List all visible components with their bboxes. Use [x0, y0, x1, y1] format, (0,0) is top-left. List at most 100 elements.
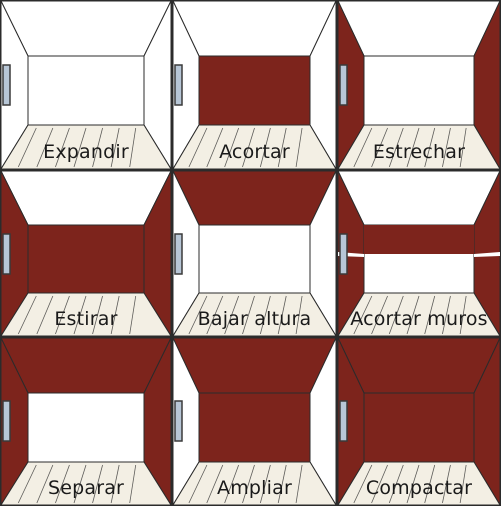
- room-illustration: [338, 1, 500, 169]
- room-cell-estirar: Estirar: [0, 170, 172, 337]
- room-illustration: [173, 171, 336, 336]
- floor-hatch: [242, 464, 255, 504]
- floor-hatch: [442, 464, 451, 504]
- floor-hatch: [388, 464, 404, 504]
- window: [339, 64, 348, 106]
- ceiling: [173, 171, 336, 226]
- floor-hatch: [259, 295, 271, 335]
- room-cell-separar: Separar: [0, 337, 172, 506]
- floor-hatch: [188, 127, 208, 168]
- floor-hatch: [295, 464, 303, 504]
- back-wall: [198, 392, 311, 463]
- floor-hatch: [36, 464, 54, 504]
- floor-hatch: [55, 127, 70, 168]
- back-wall: [363, 55, 475, 126]
- painted-band: [364, 225, 474, 254]
- floor-hatch: [188, 295, 208, 335]
- back-wall: [27, 55, 145, 126]
- floor: [338, 292, 500, 336]
- floor-hatch: [206, 295, 224, 335]
- floor: [338, 124, 500, 169]
- floor-hatch: [371, 127, 388, 168]
- window: [174, 400, 183, 442]
- ceiling: [1, 1, 171, 57]
- floor-hatch: [388, 295, 404, 335]
- ceiling: [1, 338, 171, 394]
- back-wall: [198, 55, 311, 126]
- floor: [1, 292, 171, 336]
- ceiling: [338, 338, 500, 394]
- room-illustration: [173, 338, 336, 505]
- floor-hatch: [110, 127, 120, 168]
- window: [2, 400, 11, 442]
- floor-hatch: [110, 464, 120, 504]
- room-cell-compactar: Compactar: [337, 337, 501, 506]
- band-edge-right: [474, 252, 500, 257]
- floor-hatch: [295, 127, 303, 168]
- room-cell-estrechar: Estrechar: [337, 0, 501, 170]
- floor-hatch: [353, 464, 373, 504]
- floor-hatch: [17, 127, 37, 168]
- floor-hatch: [92, 464, 103, 504]
- floor-hatch: [277, 127, 287, 168]
- floor: [173, 124, 336, 169]
- room-cell-acortar-muros: Acortar muros: [337, 170, 501, 337]
- ceiling: [1, 171, 171, 226]
- floor: [338, 461, 500, 505]
- window: [339, 400, 348, 442]
- floor-hatch: [55, 464, 70, 504]
- floor-hatch: [73, 127, 87, 168]
- back-wall: [363, 392, 475, 463]
- floor-hatch: [277, 464, 287, 504]
- floor-hatch: [406, 295, 420, 335]
- floor-hatch: [295, 295, 303, 335]
- floor: [1, 461, 171, 505]
- floor-hatch: [73, 464, 87, 504]
- floor-hatch: [242, 127, 255, 168]
- floor-hatch: [36, 127, 54, 168]
- back-wall: [27, 392, 145, 463]
- floor-hatch: [110, 295, 120, 335]
- floor-hatch: [92, 127, 103, 168]
- room-illustration: [338, 171, 500, 336]
- back-wall: [198, 224, 311, 294]
- floor-hatch: [206, 127, 224, 168]
- floor-hatch: [224, 295, 240, 335]
- floor-hatch: [206, 464, 224, 504]
- floor-hatch: [442, 127, 451, 168]
- window: [339, 233, 348, 275]
- back-wall: [27, 224, 145, 294]
- floor-hatch: [224, 464, 240, 504]
- ceiling: [338, 1, 500, 57]
- floor-hatch: [406, 464, 420, 504]
- ceiling: [338, 171, 500, 226]
- ceiling: [173, 338, 336, 394]
- room-illustration: [1, 338, 171, 505]
- window: [174, 64, 183, 106]
- room-cell-acortar: Acortar: [172, 0, 337, 170]
- floor: [1, 124, 171, 169]
- floor-hatch: [17, 464, 37, 504]
- floor-hatch: [224, 127, 240, 168]
- floor-hatch: [36, 295, 54, 335]
- floor-hatch: [406, 127, 420, 168]
- floor: [173, 461, 336, 505]
- floor-hatch: [129, 464, 137, 504]
- room-illustration: [1, 1, 171, 169]
- floor-hatch: [259, 127, 271, 168]
- window: [174, 233, 183, 275]
- room-cell-expandir: Expandir: [0, 0, 172, 170]
- floor-hatch: [371, 295, 388, 335]
- window: [2, 233, 11, 275]
- window: [2, 64, 11, 106]
- floor-hatch: [92, 295, 103, 335]
- floor-hatch: [129, 127, 137, 168]
- floor-hatch: [388, 127, 404, 168]
- ceiling: [173, 1, 336, 57]
- floor-hatch: [188, 464, 208, 504]
- floor-hatch: [424, 127, 436, 168]
- floor-hatch: [55, 295, 70, 335]
- floor-hatch: [353, 295, 373, 335]
- floor-hatch: [371, 464, 388, 504]
- floor-hatch: [259, 464, 271, 504]
